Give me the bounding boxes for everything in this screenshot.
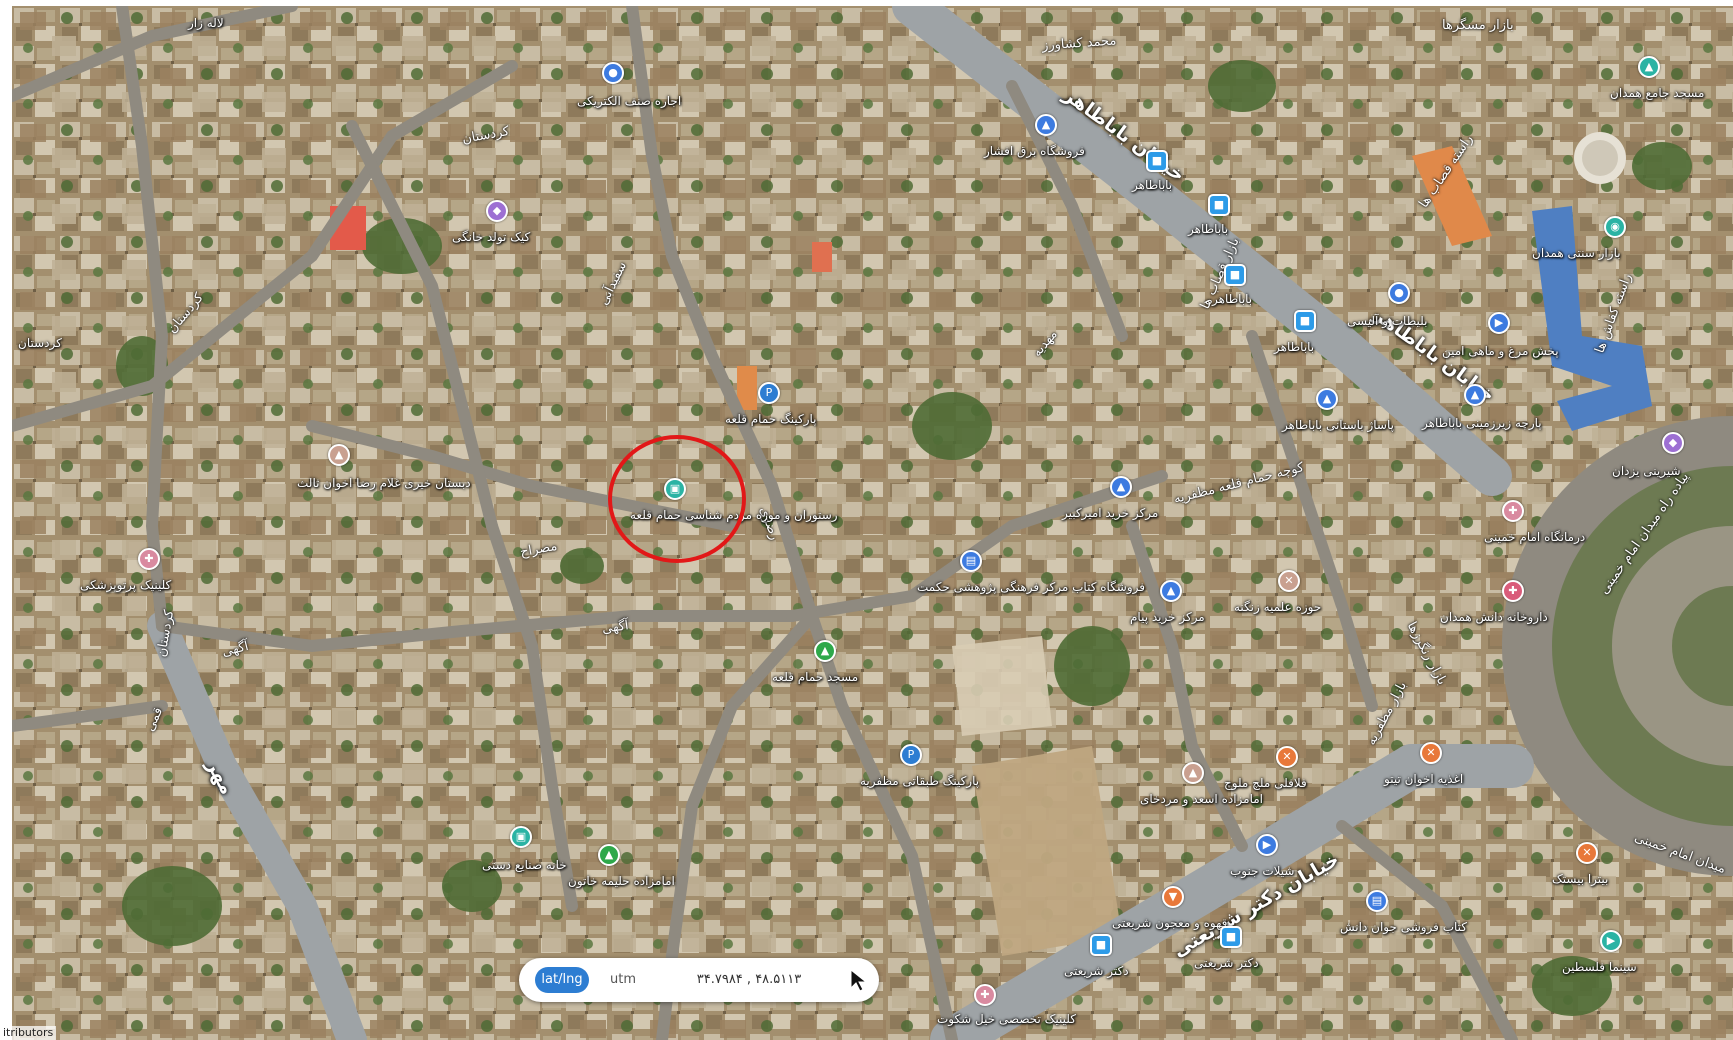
poi-label-esther-mordechai[interactable]: امامزاده اسعد و مردخای — [1140, 792, 1264, 806]
latlng-toggle-button[interactable]: lat/lng — [535, 967, 589, 993]
street-label-bazaar-mesgar: بازار مسگرها — [1442, 18, 1514, 33]
poi-label-traditional-bazaar[interactable]: بازار سنتی همدان — [1532, 246, 1621, 260]
bus-icon[interactable]: ■ — [1208, 194, 1230, 216]
poi-label-electric-rental[interactable]: اجاره صنف الکتریکی — [577, 94, 682, 108]
vegetation — [116, 60, 1692, 1016]
poi-label-chicken-fish[interactable]: پخش مرغ و ماهی امین — [1442, 344, 1559, 358]
cafe-icon[interactable]: ▼ — [1162, 886, 1184, 908]
shop-icon[interactable]: ▲ — [1316, 388, 1338, 410]
poi-label-imam-clinic[interactable]: درمانگاه امام خمینی — [1484, 530, 1586, 544]
poi-label-palestine-cinema[interactable]: سینما فلسطین — [1562, 960, 1637, 974]
poi-label-bitra-steak[interactable]: بیترا بیستک — [1552, 872, 1609, 886]
shop-icon[interactable]: ▲ — [1035, 114, 1057, 136]
cake-icon[interactable]: ◆ — [486, 200, 508, 222]
coordinate-bar: lat/lng utm ۳۴.۷۹۸۴ , ۴۸.۵۱۱۳ — [519, 958, 879, 1002]
museum-icon[interactable]: ▣ — [510, 826, 532, 848]
cinema-icon[interactable]: ▶ — [1600, 930, 1622, 952]
utm-toggle-button[interactable]: utm — [597, 967, 649, 993]
clinic-icon[interactable]: ✚ — [1502, 500, 1524, 522]
shrine-icon[interactable]: ▲ — [1182, 762, 1204, 784]
map-imagery — [12, 6, 1733, 1040]
pharmacy-icon[interactable]: ✚ — [1502, 580, 1524, 602]
poi-label-radiology-clinic[interactable]: کلینیک پرتوپزشکی — [80, 578, 172, 592]
poi-label-amirkabir-mall[interactable]: مرکز خرید امیرکبیر — [1062, 506, 1159, 520]
pin-icon[interactable]: ● — [602, 62, 624, 84]
satellite-map[interactable]: خیابان باباطاهر خیابان باباطاهر خیابان د… — [12, 6, 1733, 1040]
poi-label-cake[interactable]: کیک تولد خانگی — [452, 230, 531, 244]
parking-icon[interactable]: P — [900, 744, 922, 766]
poi-label-south-fisheries[interactable]: شیلات جنوب — [1230, 864, 1295, 878]
poi-label-bus-babataher-4[interactable]: باباطاهر — [1274, 340, 1315, 354]
mosque-icon[interactable]: ▲ — [814, 640, 836, 662]
poi-label-hammam-mosque[interactable]: مسجد حمام قلعه — [772, 670, 859, 684]
seminary-icon[interactable]: ✕ — [1278, 570, 1300, 592]
book-icon[interactable]: ▤ — [960, 550, 982, 572]
poi-label-bus-babataher-3[interactable]: باباطاهر — [1212, 292, 1253, 306]
cursor-icon — [850, 968, 868, 992]
poi-label-zanganeh-seminary[interactable]: حوزه علمیه زنگنه — [1234, 600, 1322, 614]
food-icon[interactable]: ✕ — [1276, 746, 1298, 768]
bazaar-roofs — [1532, 206, 1652, 431]
poi-label-falafel[interactable]: فلافلی ملچ ملوچ — [1224, 776, 1307, 790]
poi-label-ancient-passage[interactable]: پاساژ باستانی باباطاهر — [1282, 418, 1394, 432]
clinic-icon[interactable]: ✚ — [974, 984, 996, 1006]
bus-icon[interactable]: ■ — [1146, 150, 1168, 172]
coordinate-readout: ۳۴.۷۹۸۴ , ۴۸.۵۱۱۳ — [696, 972, 802, 987]
poi-label-bus-shariati-1[interactable]: دکتر شریعتی — [1064, 964, 1129, 978]
book-icon[interactable]: ▤ — [1366, 890, 1388, 912]
poi-label-coffee-majoun[interactable]: قهوه و معجون شریعتی — [1112, 916, 1228, 930]
bus-icon[interactable]: ■ — [1224, 264, 1246, 286]
place-label-kordestan: کردستان — [18, 336, 62, 350]
shop-icon[interactable]: ▲ — [1110, 476, 1132, 498]
poi-label-halimeh-khatun[interactable]: امامزاده حلیمه خاتون — [568, 874, 675, 888]
poi-label-school[interactable]: دبستان خیری غلام رضا اخوان ثالث — [297, 476, 471, 490]
bus-icon[interactable]: ■ — [1090, 934, 1112, 956]
minor-roads — [12, 6, 1518, 1040]
poi-label-hammam-parking[interactable]: پارکینگ حمام قلعه — [725, 412, 817, 426]
poi-label-afshar-electric[interactable]: فروشگاه برق افشار — [984, 144, 1085, 158]
poi-label-payam-mall[interactable]: مرکز خرید پیام — [1130, 610, 1205, 624]
poi-label-bus-babataher-2[interactable]: باباطاهر — [1188, 222, 1229, 236]
food-icon[interactable]: ✕ — [1576, 842, 1598, 864]
poi-label-handicrafts-house[interactable]: خانه صنایع دستی — [482, 858, 567, 872]
poi-label-danesh-pharmacy[interactable]: داروخانه دانش همدان — [1440, 610, 1548, 624]
open-ground — [972, 746, 1122, 956]
poi-label-underground-fabric[interactable]: پارچه زیرزمینی باباطاهر — [1422, 416, 1542, 430]
highlight-circle — [608, 435, 746, 563]
clinic-icon[interactable]: ✚ — [138, 548, 160, 570]
school-icon[interactable]: ▲ — [328, 444, 350, 466]
food-icon[interactable]: ✕ — [1420, 742, 1442, 764]
pin-icon[interactable]: ▶ — [1256, 834, 1278, 856]
poi-label-bus-shariati-2[interactable]: دکتر شریعتی — [1194, 956, 1259, 970]
place-label-lalehzar: لاله زار — [188, 16, 224, 30]
poi-label-javan-bookstore[interactable]: کتاب فروشی جوان دانش — [1340, 920, 1468, 934]
shop-icon[interactable]: ▲ — [1464, 384, 1486, 406]
roundabout — [1502, 416, 1733, 876]
map-attribution: itributors — [0, 1026, 57, 1040]
mosque-icon[interactable]: ▲ — [1638, 56, 1660, 78]
poi-label-tickets[interactable]: بلیطات و آلیسی — [1347, 314, 1428, 328]
poi-label-jame-mosque[interactable]: مسجد جامع همدان — [1610, 86, 1705, 100]
camera-icon[interactable]: ◉ — [1604, 216, 1626, 238]
poi-label-bus-babataher-1[interactable]: باباطاهر — [1132, 178, 1173, 192]
texture-layer — [12, 6, 1733, 1040]
pin-icon[interactable]: ● — [1388, 282, 1410, 304]
bus-icon[interactable]: ■ — [1294, 310, 1316, 332]
parking-icon[interactable]: P — [758, 382, 780, 404]
shop-icon[interactable]: ▲ — [1160, 580, 1182, 602]
poi-label-akhavan-food[interactable]: اغذیه اخوان تیتو — [1384, 772, 1464, 786]
shrine-icon[interactable]: ▲ — [598, 844, 620, 866]
poi-label-specialist-clinic[interactable]: کلینیک تخصصی خیل شکوت — [937, 1012, 1076, 1026]
pin-icon[interactable]: ▶ — [1488, 312, 1510, 334]
cake-icon[interactable]: ◆ — [1662, 432, 1684, 454]
poi-label-multistorey-parking[interactable]: پارکینگ طبقاتی مظفریه — [860, 774, 980, 788]
poi-label-hekmat-bookstore[interactable]: فروشگاه کتاب مرکز فرهنگی پژوهشی حکمت — [917, 580, 1146, 594]
bus-icon[interactable]: ■ — [1220, 926, 1242, 948]
poi-label-yazdan-pastry[interactable]: شیرینی یزدان — [1612, 464, 1681, 478]
